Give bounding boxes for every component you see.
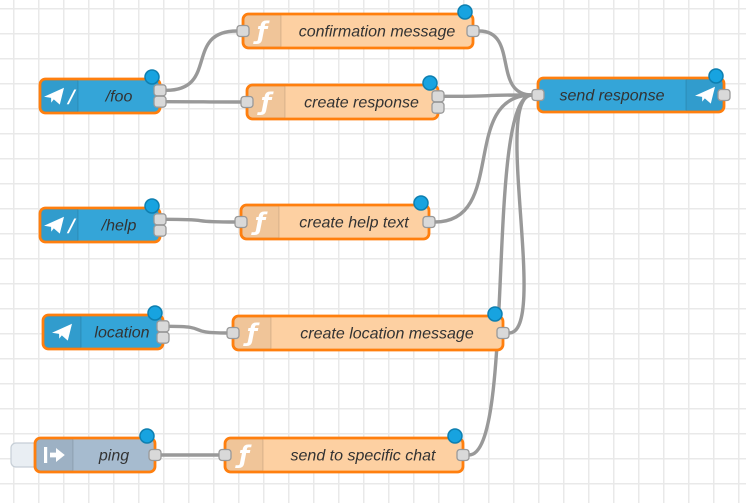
node-label: /help [101, 218, 137, 235]
wire-confirmation_message-to-send_response[interactable] [477, 29, 534, 97]
input-port[interactable] [531, 88, 545, 102]
icon-area [244, 15, 281, 47]
node-label: create response [304, 95, 419, 112]
inject-arrow-icon [44, 447, 65, 463]
node-send_to_specific_chat[interactable]: ƒ send to specific chat [218, 428, 470, 474]
input-port[interactable] [236, 24, 250, 38]
icon-area [248, 86, 285, 118]
output-port-1[interactable] [156, 331, 170, 344]
telegram-plane-icon [44, 216, 64, 234]
node-label: send to specific chat [291, 448, 437, 465]
wire-create_response-to-send_response[interactable] [442, 93, 534, 99]
node-create_location_message[interactable]: ƒ create location message [226, 306, 510, 352]
output-port-0[interactable] [431, 90, 445, 103]
telegram-plane-icon [44, 87, 64, 105]
changed-badge [413, 195, 429, 211]
changed-badge [144, 198, 160, 214]
output-port-1[interactable] [431, 101, 445, 114]
node-label: create location message [300, 326, 474, 343]
output-port-1[interactable] [153, 95, 167, 108]
icon-area [234, 317, 271, 349]
changed-badge [139, 428, 155, 444]
node-create_response[interactable]: ƒ create response [240, 75, 445, 121]
function-icon: ƒ [251, 208, 268, 236]
node-label: confirmation message [299, 24, 456, 41]
wire-send_to_specific_chat-to-send_response[interactable] [467, 93, 534, 457]
command-slash-icon: / [67, 216, 77, 237]
node-send_response[interactable]: send response [531, 68, 731, 114]
output-port-0[interactable] [422, 215, 436, 229]
function-icon: ƒ [243, 319, 260, 347]
icon-area [226, 439, 263, 471]
telegram-plane-icon [695, 86, 715, 104]
function-icon: ƒ [253, 17, 270, 45]
changed-badge [147, 305, 163, 321]
inject-arrowhead-shape [50, 448, 65, 462]
output-port-1[interactable] [153, 224, 167, 237]
wire-help-to-create_help_text[interactable] [164, 217, 237, 224]
changed-badge [422, 75, 438, 91]
output-port-0[interactable] [456, 448, 470, 462]
node-location[interactable]: location [41, 305, 170, 351]
changed-badge [457, 4, 473, 20]
input-port[interactable] [218, 448, 232, 462]
node-foo[interactable]: / /foo [38, 69, 167, 115]
node-label: location [94, 325, 149, 342]
output-port-0[interactable] [148, 448, 162, 462]
function-icon: ƒ [235, 441, 252, 469]
nodes-layer: ƒ confirmation message / /foo ƒ create respon… [10, 4, 731, 474]
node-ping[interactable]: ping [10, 428, 162, 474]
icon-area [242, 206, 279, 238]
output-port-0[interactable] [156, 320, 170, 333]
node-label: create help text [299, 215, 409, 232]
wires-layer [159, 29, 534, 457]
changed-badge [144, 69, 160, 85]
node-help[interactable]: / /help [38, 198, 167, 244]
telegram-plane-icon [52, 323, 72, 341]
node-label: ping [98, 448, 129, 465]
node-label: send response [560, 88, 665, 105]
input-port[interactable] [240, 95, 254, 109]
output-port-0[interactable] [153, 84, 167, 97]
command-slash-icon: / [67, 87, 77, 108]
input-port[interactable] [234, 215, 248, 229]
changed-badge [447, 428, 463, 444]
input-port[interactable] [226, 326, 240, 340]
wire-foo-to-confirmation_message[interactable] [164, 29, 239, 93]
node-create_help_text[interactable]: ƒ create help text [234, 195, 436, 241]
function-icon: ƒ [257, 88, 274, 116]
output-port-0[interactable] [153, 213, 167, 226]
node-label: /foo [105, 89, 133, 106]
inject-bar-shape [44, 447, 48, 463]
wire-location-to-create_location_message[interactable] [167, 324, 229, 335]
output-port-0[interactable] [496, 326, 510, 340]
output-port-0[interactable] [717, 88, 731, 102]
changed-badge [708, 68, 724, 84]
node-confirmation_message[interactable]: ƒ confirmation message [236, 4, 480, 50]
changed-badge [487, 306, 503, 322]
wire-create_help_text-to-send_response[interactable] [433, 93, 534, 224]
output-port-0[interactable] [466, 24, 480, 38]
